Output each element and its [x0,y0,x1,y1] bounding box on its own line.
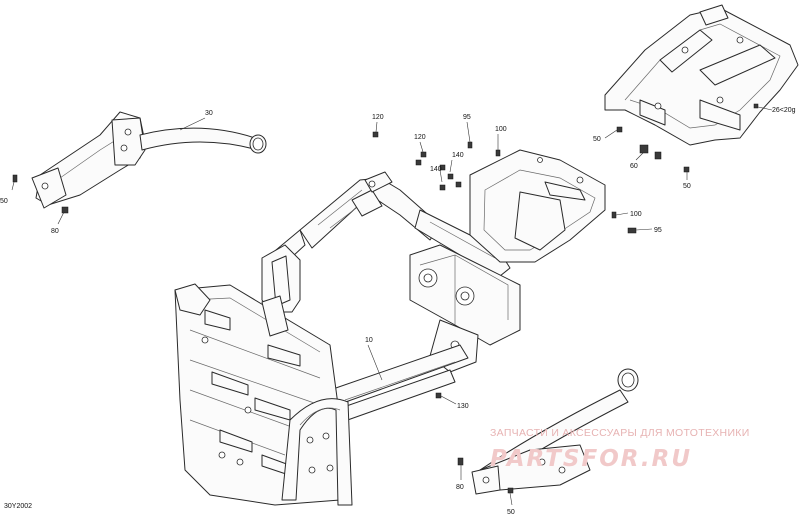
callout-10: 10 [365,337,373,344]
callout-140-a: 140 [452,152,464,159]
callout-60: 60 [630,163,638,170]
callout-100-right: 100 [630,211,642,218]
callout-95-top: 95 [463,114,471,121]
watermark-text: ЗАПЧАСТИ И АКСЕССУАРЫ ДЛЯ МОТОТЕХНИКИ [490,427,750,439]
callout-50-right: 50 [683,183,691,190]
callout-50-bottom: 50 [507,509,515,516]
fasteners [12,103,759,494]
callout-120-b: 120 [414,134,426,141]
callout-100-top: 100 [495,126,507,133]
callout-140-b: 140 [430,166,442,173]
leader-lines [11,106,773,506]
right-arm [471,368,639,495]
callout-labels: 30 50 80 120 120 95 100 140 140 26<20g 5… [0,107,796,516]
rear-subframe-26 [604,4,799,146]
callout-120-a: 120 [372,114,384,121]
callout-80-bottom: 80 [456,484,464,491]
watermark-logo: PARTSFOR.RU [490,446,692,472]
callout-30: 30 [205,110,213,117]
watermark: ЗАПЧАСТИ И АКСЕССУАРЫ ДЛЯ МОТОТЕХНИКИ PA… [490,427,750,472]
left-arm-30 [31,111,267,209]
callout-50-left: 50 [0,198,8,205]
main-frame [174,149,606,506]
callout-80-left: 80 [51,228,59,235]
callout-130: 130 [457,403,469,410]
callout-95-right: 95 [654,227,662,234]
diagram-code: 30Y2002 [4,503,32,510]
callout-26: 26<20g [772,107,796,114]
callout-50-rear: 50 [593,136,601,143]
